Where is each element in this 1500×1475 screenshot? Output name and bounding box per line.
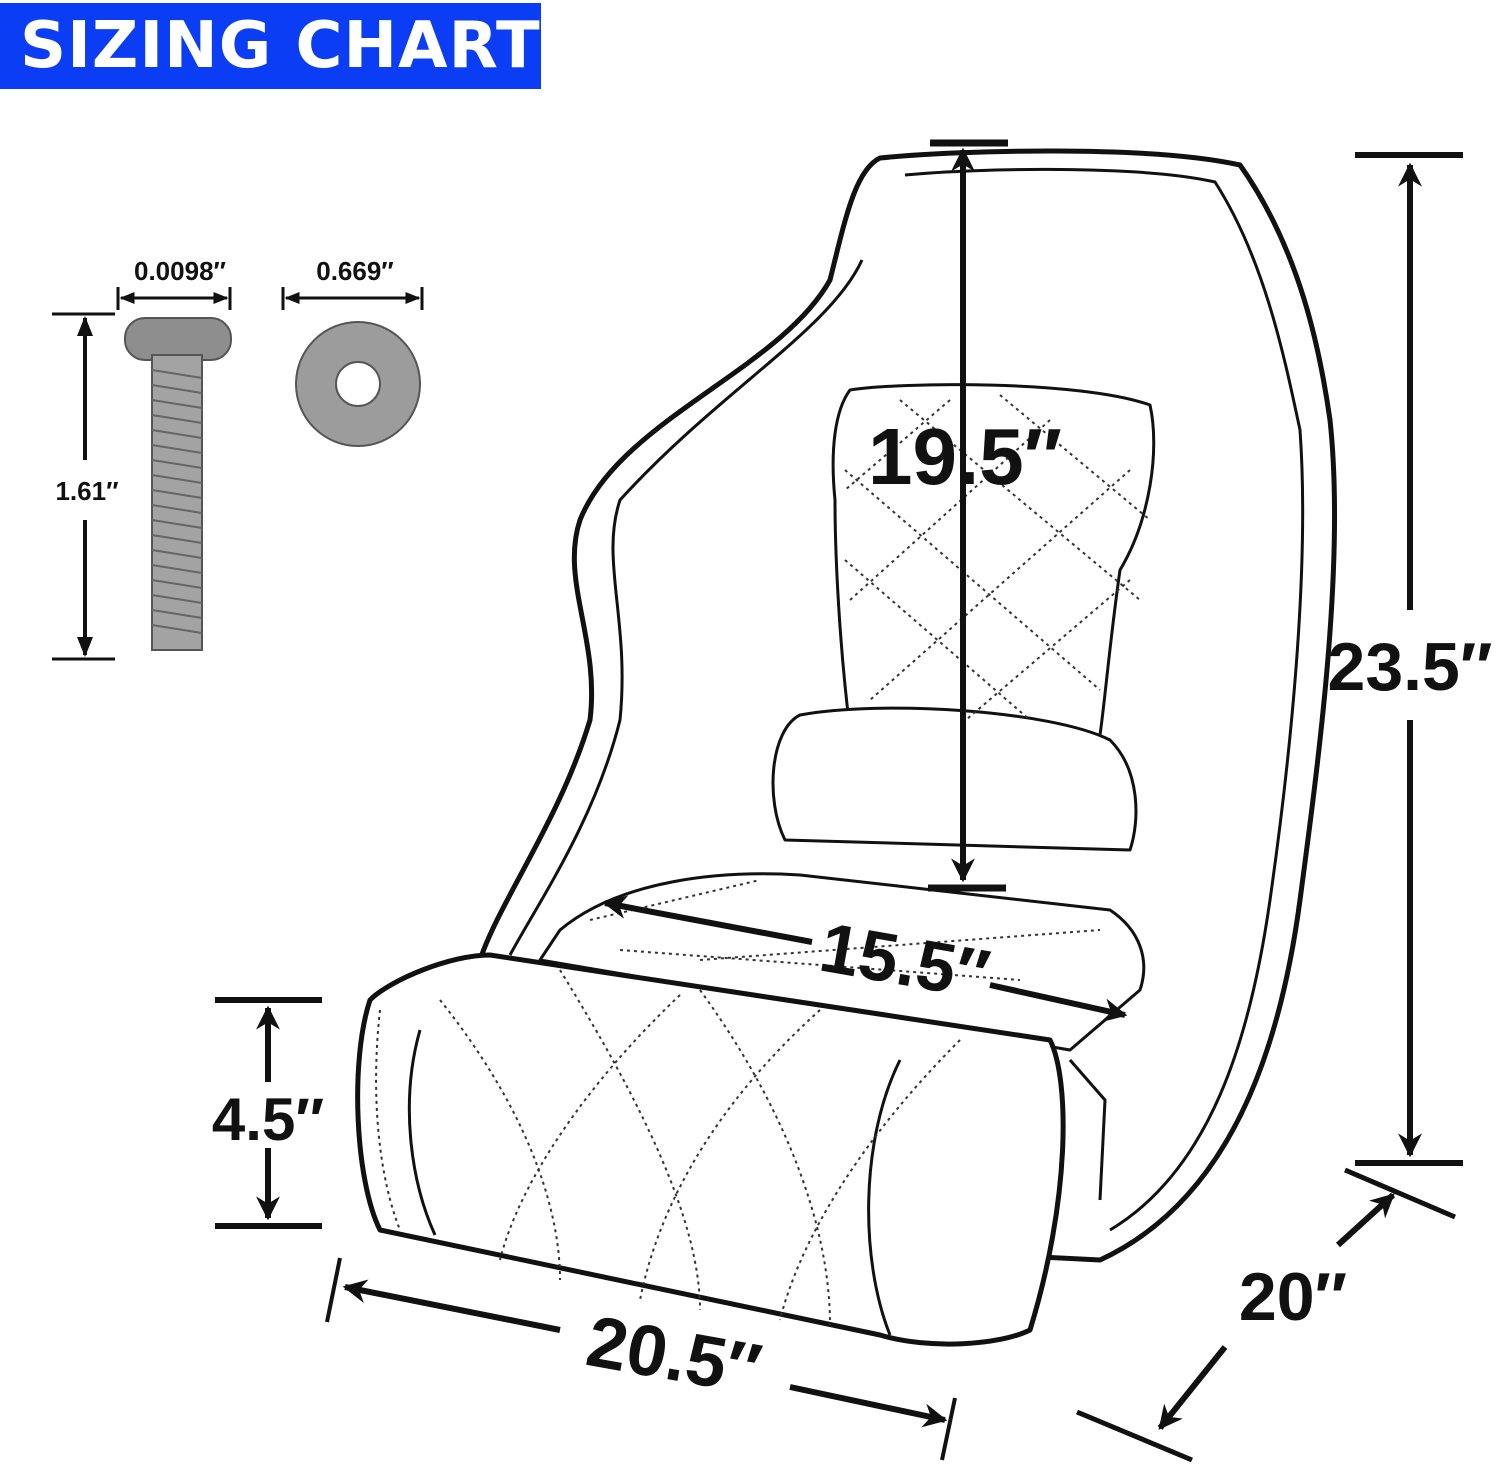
hardware-bolt: [124, 317, 232, 651]
hardware-washer: [295, 321, 421, 447]
front-cushion-piping: [407, 1029, 437, 1236]
bolt-head: [124, 317, 232, 361]
backrest-panel: [831, 383, 1156, 737]
label-total-height: 23.5″: [1328, 629, 1493, 705]
page-title: SIZING CHART: [20, 9, 541, 83]
dimension-lines: [52, 139, 1463, 1463]
seat-shell-inner: [904, 167, 1305, 1232]
seat-shell-inner-left: [508, 259, 864, 956]
seat-drawing: [355, 148, 1338, 1347]
front-cushion: [355, 952, 1066, 1347]
label-bolt-head-width: 0.0098″: [134, 256, 226, 286]
label-seat-width: 20.5″: [581, 1301, 767, 1410]
label-backrest-height: 19.5″: [868, 412, 1062, 501]
lumbar-pad: [771, 706, 1138, 852]
front-cushion-side: [867, 1059, 902, 1336]
bolt-shaft: [151, 354, 203, 651]
title-banner: SIZING CHART: [0, 3, 541, 89]
label-washer-diameter: 0.669″: [316, 256, 394, 286]
label-seat-depth: 20″: [1239, 1259, 1347, 1335]
label-bolt-length: 1.61″: [55, 476, 118, 506]
label-cushion-height: 4.5″: [212, 1086, 324, 1153]
seat-base: [1068, 1059, 1107, 1201]
